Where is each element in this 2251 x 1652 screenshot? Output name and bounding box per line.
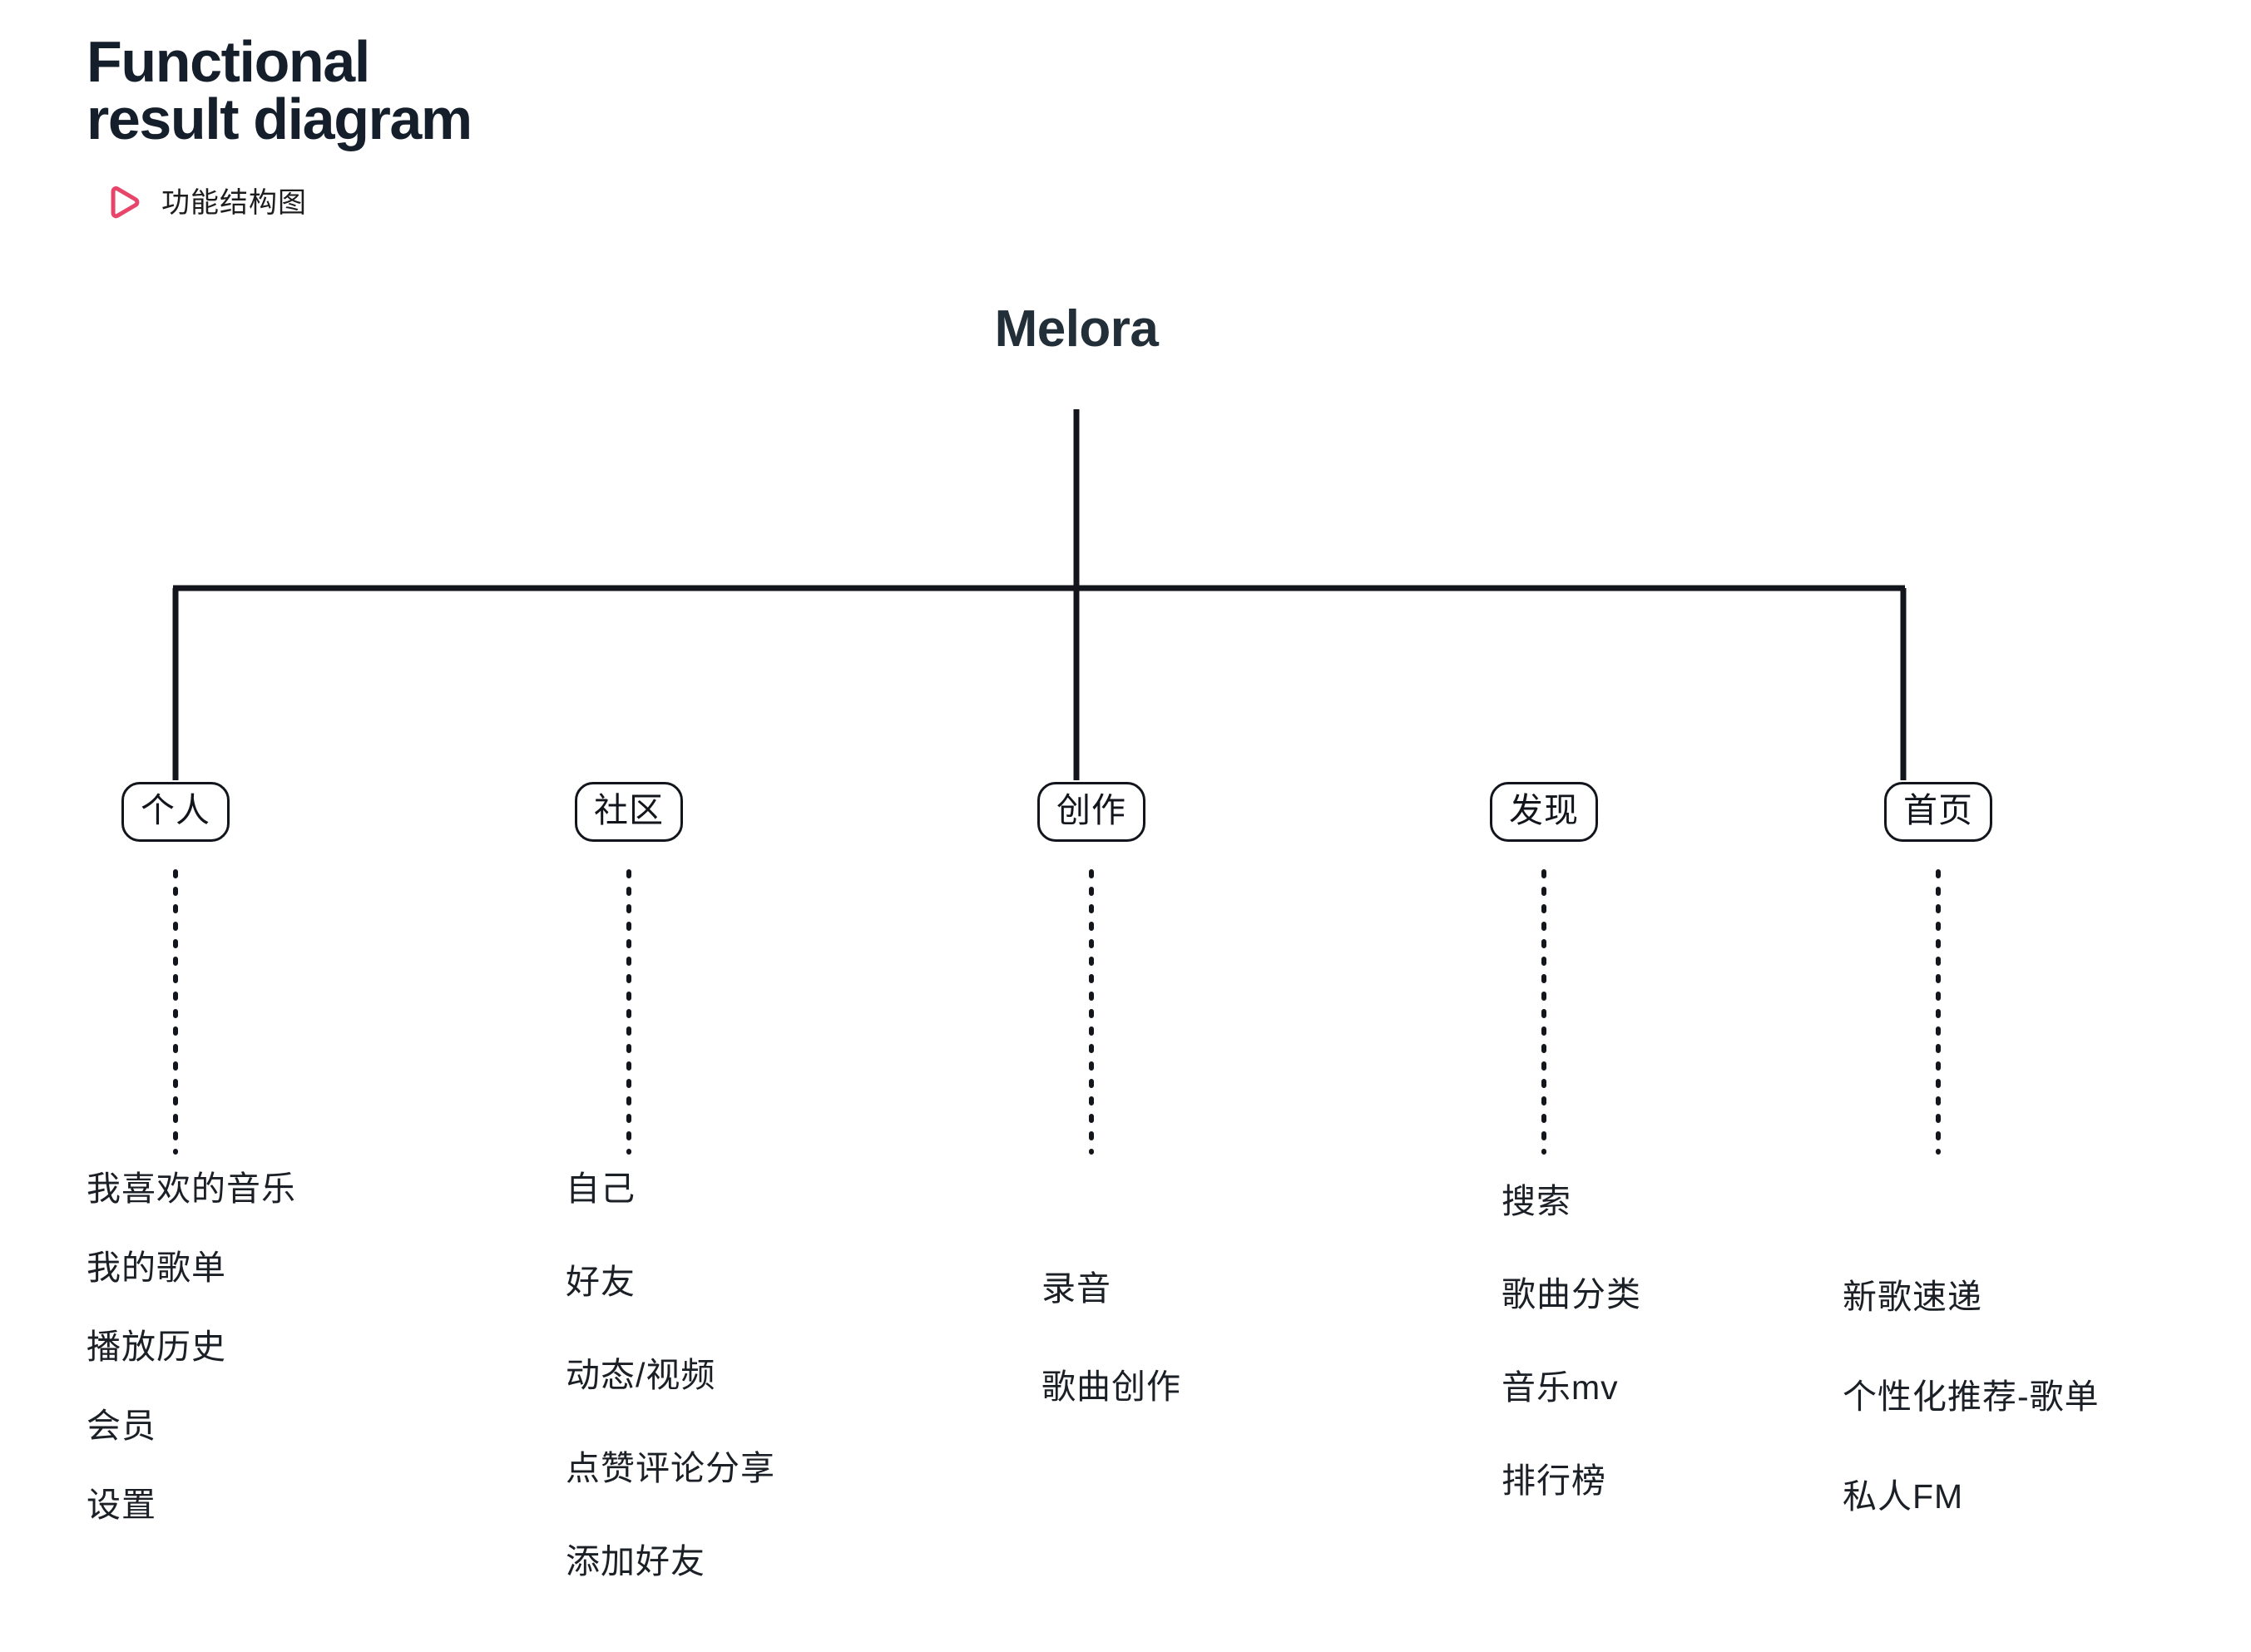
leaf-list-create: 录音歌曲创作 — [1041, 1260, 1181, 1408]
leaf-item[interactable]: 设置 — [87, 1486, 156, 1524]
subtitle-text: 功能结构图 — [161, 187, 307, 220]
branch-node-home[interactable]: 首页 — [1884, 782, 1992, 843]
leaf-list-personal: 我喜欢的音乐我的歌单播放历史会员设置 — [87, 1160, 296, 1526]
leaf-item[interactable]: 私人FM — [1843, 1477, 1964, 1516]
leaf-item[interactable]: 播放历史 — [87, 1328, 226, 1366]
play-triangle-icon — [111, 186, 140, 219]
leaf-item[interactable]: 点赞评论分享 — [566, 1449, 775, 1487]
branch-node-community[interactable]: 社区 — [575, 782, 683, 843]
leaf-item[interactable]: 我的歌单 — [87, 1249, 226, 1287]
dotted-connectors — [173, 869, 1941, 1155]
root-node-melora[interactable]: Melora — [994, 300, 1159, 358]
leaf-item[interactable]: 添加好友 — [566, 1542, 705, 1580]
solid-connectors — [172, 409, 1907, 780]
leaf-item[interactable]: 歌曲创作 — [1041, 1368, 1181, 1406]
leaf-item[interactable]: 歌曲分类 — [1501, 1275, 1641, 1313]
leaf-list-home: 新歌速递个性化推荐-歌单私人FM — [1843, 1269, 2100, 1518]
leaf-item[interactable]: 新歌速递 — [1843, 1278, 1982, 1316]
leaf-list-discover: 搜索歌曲分类音乐mv 排行榜 — [1501, 1173, 1641, 1502]
branch-node-create[interactable]: 创作 — [1037, 782, 1145, 843]
header: Functional result diagram 功能结构图 — [87, 29, 835, 222]
leaf-list-community: 自己好友动态/视频点赞评论分享添加好友 — [566, 1160, 775, 1583]
branch-node-personal[interactable]: 个人 — [121, 782, 230, 843]
leaf-item[interactable]: 会员 — [87, 1407, 156, 1445]
leaf-item[interactable]: 好友 — [566, 1263, 636, 1301]
leaf-item[interactable]: 我喜欢的音乐 — [87, 1170, 296, 1208]
leaf-item[interactable]: 录音 — [1041, 1269, 1111, 1308]
leaf-item[interactable]: 音乐mv — [1501, 1368, 1619, 1407]
leaf-item[interactable]: 动态/视频 — [566, 1356, 716, 1394]
leaf-item[interactable]: 自己 — [566, 1170, 636, 1208]
subtitle-row: 功能结构图 — [105, 184, 835, 222]
leaf-item[interactable]: 搜索 — [1501, 1182, 1571, 1220]
leaf-item[interactable]: 个性化推荐-歌单 — [1843, 1377, 2100, 1416]
page-title: Functional result diagram — [87, 29, 472, 151]
leaf-item[interactable]: 排行榜 — [1501, 1462, 1606, 1500]
branch-node-discover[interactable]: 发现 — [1490, 782, 1598, 843]
